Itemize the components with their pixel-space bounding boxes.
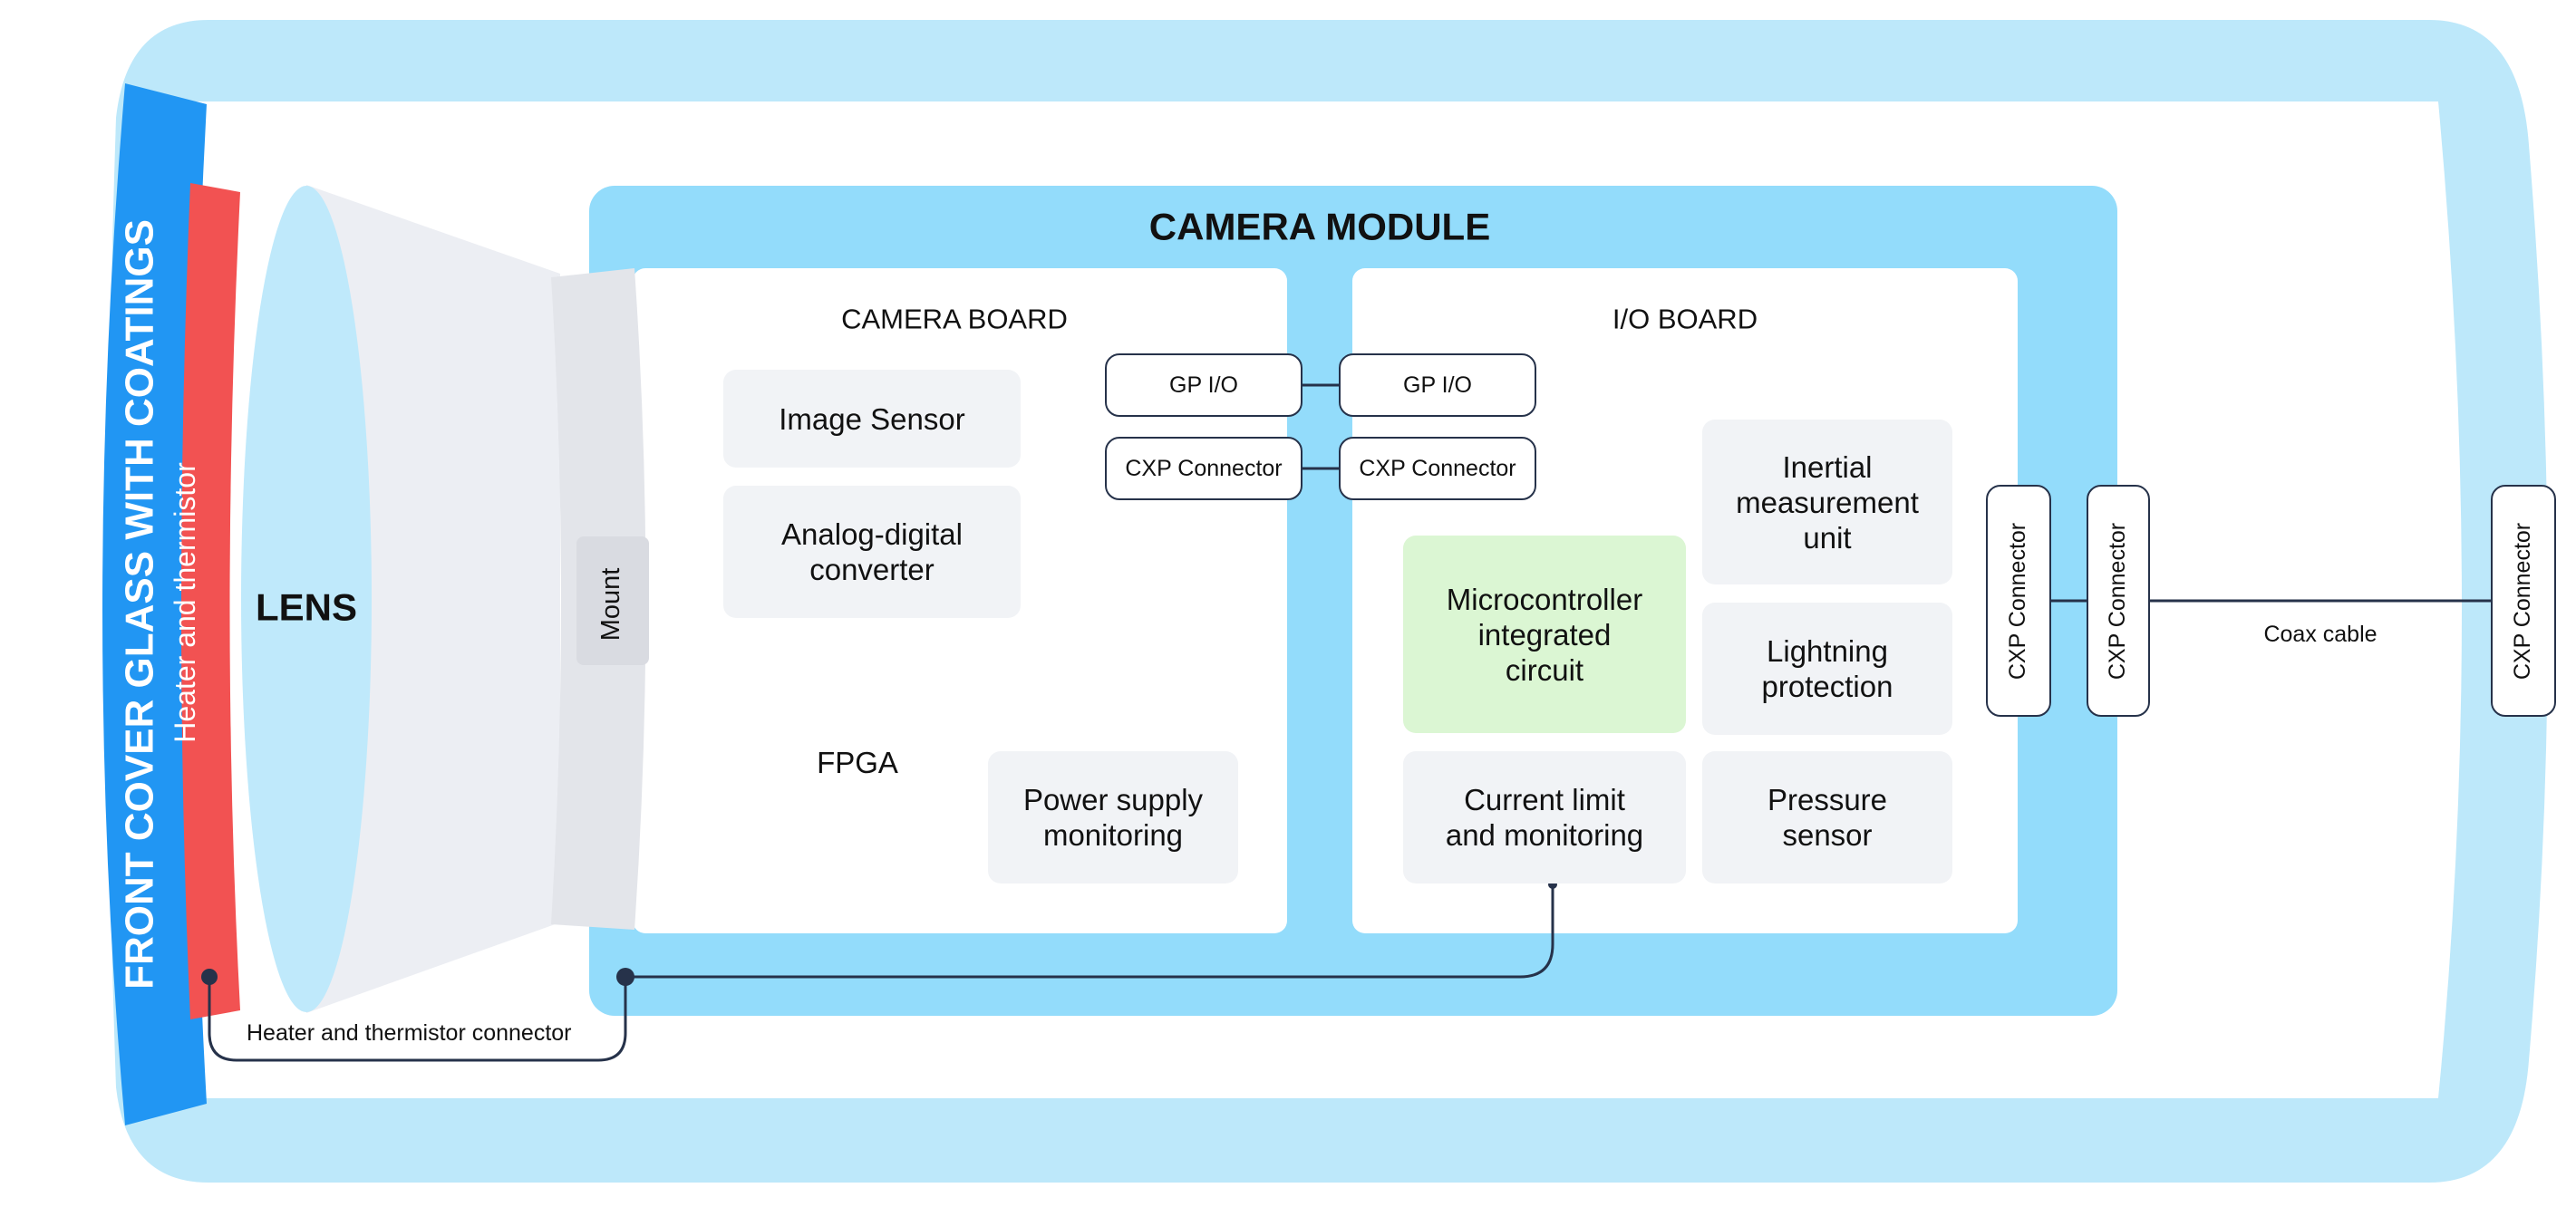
io-gpio-label: GP I/O [1403, 372, 1472, 398]
heater-connector-dot [201, 969, 218, 985]
image-sensor-box: Image Sensor [723, 370, 1021, 468]
fpga-label: FPGA [817, 746, 898, 779]
front-cover-glass [102, 83, 207, 1125]
lightning-label: Lightning protection [1761, 634, 1893, 703]
adc-box: Analog-digital converter [723, 486, 1021, 618]
power-supply-box: Power supply monitoring [988, 751, 1238, 884]
io-cxp-pill: CXP Connector [1339, 437, 1536, 500]
cxp-connector-1-label: CXP Connector [2005, 522, 2031, 680]
io-cxp-label: CXP Connector [1359, 455, 1516, 481]
mount-label: Mount [596, 568, 625, 642]
cxp-connector-3-label: CXP Connector [2510, 522, 2536, 680]
camera-cxp-label: CXP Connector [1125, 455, 1283, 481]
front-cover-label: FRONT COVER GLASS WITH COATINGS [118, 219, 162, 990]
heater-band [181, 183, 240, 1019]
current-limit-label: Current limit and monitoring [1445, 783, 1644, 852]
module-connector-dot [616, 968, 634, 986]
adc-label: Analog-digital converter [781, 517, 963, 586]
camera-cxp-pill: CXP Connector [1105, 437, 1303, 500]
cxp-connector-2: CXP Connector [2087, 485, 2150, 717]
camera-module-title: CAMERA MODULE [1149, 206, 1490, 248]
lens-label: LENS [256, 586, 357, 629]
lens-shape [241, 186, 372, 1012]
camera-gpio-pill: GP I/O [1105, 353, 1303, 417]
pressure-label: Pressure sensor [1767, 783, 1888, 852]
coax-cable-label: Coax cable [2263, 622, 2377, 647]
cxp-connector-3: CXP Connector [2491, 485, 2556, 717]
mcu-box: Microcontroller integrated circuit [1403, 536, 1686, 733]
imu-label: Inertial measurement unit [1736, 449, 1919, 555]
imu-box: Inertial measurement unit [1702, 420, 1952, 584]
image-sensor-label: Image Sensor [779, 401, 965, 436]
mcu-label: Microcontroller integrated circuit [1446, 582, 1643, 687]
io-gpio-pill: GP I/O [1339, 353, 1536, 417]
power-supply-label: Power supply monitoring [1022, 783, 1204, 852]
lightning-box: Lightning protection [1702, 603, 1952, 735]
pressure-box: Pressure sensor [1702, 751, 1952, 884]
camera-board-title: CAMERA BOARD [841, 304, 1068, 335]
fpga-label-wrap: FPGA [796, 701, 919, 825]
cxp-connector-2-label: CXP Connector [2105, 522, 2131, 680]
heater-label: Heater and thermistor [169, 462, 201, 743]
current-limit-box: Current limit and monitoring [1403, 751, 1686, 884]
camera-gpio-label: GP I/O [1169, 372, 1238, 398]
heater-connector-label: Heater and thermistor connector [247, 1020, 572, 1046]
heater-connector-wire [208, 977, 627, 1062]
mount-label-bg [576, 536, 649, 665]
io-board-title: I/O BOARD [1612, 304, 1758, 335]
lens-cone [306, 185, 560, 1013]
cxp-connector-1: CXP Connector [1986, 485, 2051, 717]
current-monitor-wire [625, 884, 1554, 979]
